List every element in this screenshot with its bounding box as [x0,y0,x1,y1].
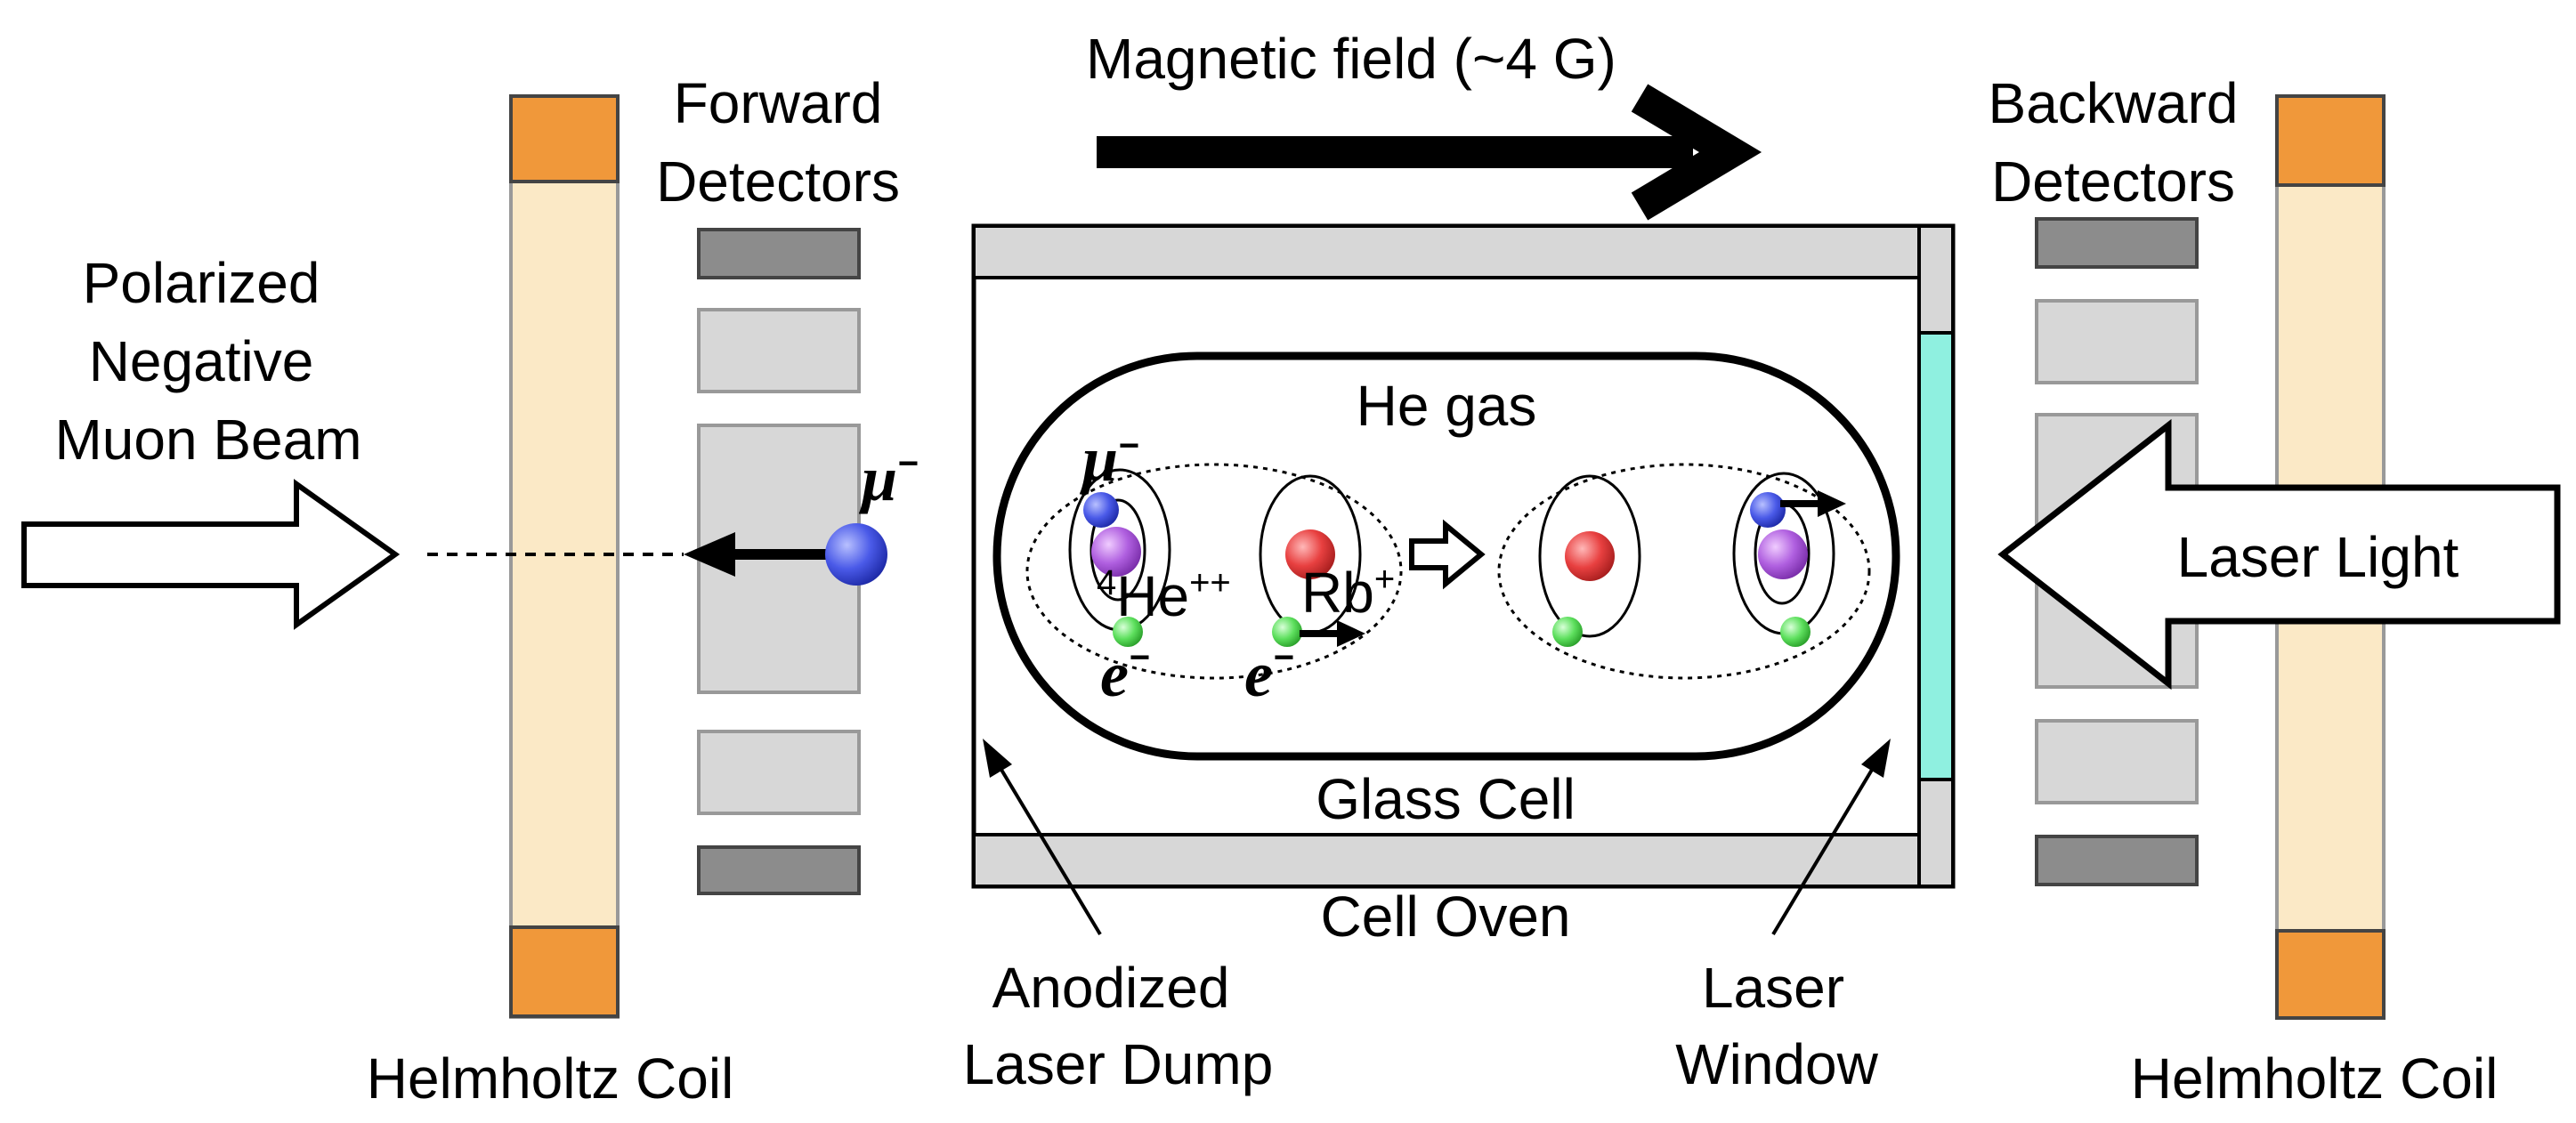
incoming-muon-label: μ− [858,443,918,514]
electron-charge-2: − [1273,638,1293,677]
muonic-helium-atom-left [1068,468,1171,647]
electron-label-1: e− [1100,638,1149,710]
bound-muon-charge: − [1118,426,1138,465]
coil-end-top-left [509,94,620,183]
collision-envelope-right [1497,463,1871,680]
muonic-helium-atom-right [1732,472,1846,647]
laser-window-label-1: Laser [1702,956,1844,1020]
magnetic-field-arrow [1097,84,1762,221]
electron-symbol-2: e [1244,639,1273,710]
rubidium-nucleus-right [1565,531,1615,581]
rubidium-atom-right [1538,474,1641,647]
muon-beam-arrow [21,479,401,630]
rubidium-charge: + [1374,560,1395,599]
helium-ion-label: 4He++ [1097,563,1231,628]
laser-light-label: Laser Light [2177,525,2459,589]
electron-right-rb [1552,617,1583,647]
electron-spin-arrow [1300,620,1365,647]
incoming-muon-charge: − [897,444,918,483]
laser-window-pointer [1771,739,1891,936]
magnetic-field-label: Magnetic field (~4 G) [1086,27,1616,91]
laser-window [1917,331,1955,781]
incoming-muon-symbol: μ [858,443,897,514]
helium-symbol: He [1116,564,1189,628]
helium-nucleus-left [1091,527,1141,577]
helium-mass-number: 4 [1097,563,1116,602]
beam-label-1: Polarized [83,251,320,315]
rubidium-ion-label: Rb+ [1301,560,1395,625]
electron-left-rb [1272,617,1302,647]
beam-label-3: Muon Beam [54,408,361,472]
forward-detectors-label-1: Forward [674,71,883,135]
oven-bottom-wall [972,833,1921,888]
electron-left-he [1113,617,1143,647]
laser-light-arrow [1997,418,2561,691]
helium-nucleus-right [1758,529,1808,579]
helmholtz-coil-left [509,94,620,1019]
bound-muon-symbol: μ [1079,424,1118,495]
oven-top-wall [972,224,1921,279]
laser-dump-label-1: Anodized [992,956,1230,1020]
beam-label-2: Negative [89,329,314,393]
glass-cell-label: Glass Cell [1316,767,1576,831]
transfer-arrow [1409,519,1486,590]
electron-right-he [1780,617,1810,647]
rubidium-nucleus-left [1285,529,1335,579]
coil-end-bottom-right [2275,929,2386,1020]
muon-spin-arrow [684,532,828,577]
he-gas-label: He gas [1357,374,1537,438]
backward-detectors-label-2: Detectors [1991,149,2235,214]
rubidium-atom-left [1259,474,1365,647]
rubidium-symbol: Rb [1301,561,1374,625]
helium-charge: ++ [1189,563,1231,602]
helmholtz-coil-left-label: Helmholtz Coil [367,1046,734,1111]
electron-label-2: e− [1244,638,1293,710]
muon-bound-left [1083,492,1119,528]
laser-window-label-2: Window [1675,1032,1878,1096]
electron-symbol-1: e [1100,639,1129,710]
laser-dump-label-2: Laser Dump [963,1032,1274,1096]
helmholtz-coil-right-label: Helmholtz Coil [2131,1046,2499,1111]
incoming-muon [825,523,887,586]
bound-muon-label: μ− [1079,424,1138,495]
cell-oven-label: Cell Oven [1321,885,1571,949]
coil-end-bottom-left [509,925,620,1018]
muon-spin-arrow-right [1780,490,1846,517]
forward-detectors-label-2: Detectors [656,149,900,214]
laser-dump-pointer [983,739,1102,936]
muon-bound-right [1750,492,1786,528]
collision-envelope-left [1025,463,1403,680]
backward-detectors-label-1: Backward [1989,71,2239,135]
electron-charge-1: − [1129,638,1149,677]
coil-end-top-right [2275,94,2386,187]
glass-cell [992,351,1900,761]
